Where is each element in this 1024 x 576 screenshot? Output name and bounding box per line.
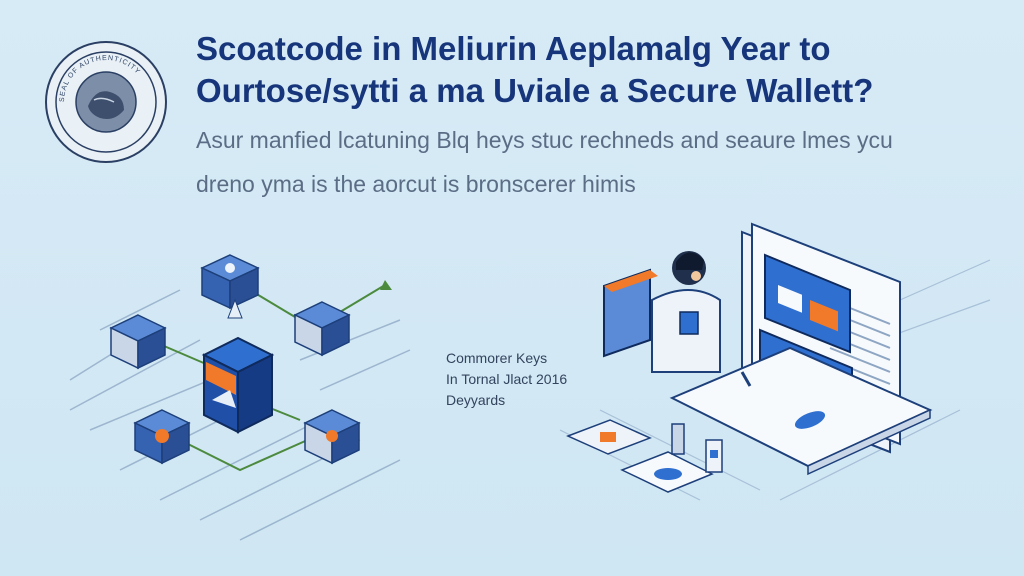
page-subtitle: Asur manfied lcatuning Blq heys stuc rec… bbox=[196, 118, 996, 206]
title-line-1: Scoatcode in Meliurin Aeplamalg Year to bbox=[196, 30, 831, 67]
caption-line-1: Commorer Keys bbox=[446, 350, 548, 366]
caption-block: Commorer Keys In Tornal Jlact 2016 Deyya… bbox=[446, 348, 606, 411]
node-bottom-left bbox=[133, 409, 191, 465]
seal-emblem-icon: SEAL OF AUTHENTICITY bbox=[45, 41, 167, 163]
node-left bbox=[109, 314, 167, 370]
title-line-2: Ourtose/sytti a ma Uviale a Secure Walle… bbox=[196, 72, 874, 109]
floor-lines bbox=[559, 259, 991, 501]
caption-line-3: Deyyards bbox=[446, 392, 506, 408]
document-stack bbox=[741, 222, 901, 454]
subtitle-line-2: dreno yma is the aorcut is bronscerer hi… bbox=[196, 171, 636, 197]
laptop-base bbox=[669, 346, 933, 476]
subtitle-line-1: Asur manfied lcatuning Blq heys stuc rec… bbox=[196, 127, 893, 153]
node-right bbox=[293, 301, 351, 357]
node-top bbox=[200, 254, 260, 310]
arrow-head bbox=[380, 280, 392, 290]
blockchain-network-illustration bbox=[69, 254, 411, 541]
node-bottom-right bbox=[303, 409, 361, 465]
screen-panel-bottom bbox=[759, 328, 853, 414]
person-icon bbox=[603, 251, 721, 373]
screen-panel-top bbox=[764, 253, 851, 354]
connector-figure bbox=[227, 298, 243, 319]
floor-devices bbox=[566, 419, 723, 493]
node-center bbox=[201, 336, 275, 434]
page-title: Scoatcode in Meliurin Aeplamalg Year to … bbox=[196, 28, 996, 112]
caption-line-2: In Tornal Jlact 2016 bbox=[446, 371, 568, 387]
